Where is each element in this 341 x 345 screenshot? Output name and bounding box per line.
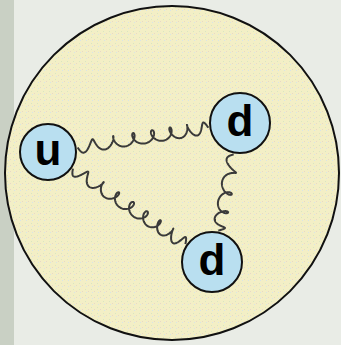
quark-label: d <box>227 99 254 143</box>
quark-label: d <box>199 238 226 282</box>
gluon-spring <box>78 122 209 152</box>
quark-circle: d <box>209 92 271 154</box>
quark-label: u <box>35 128 62 172</box>
hadron-circle <box>5 6 339 340</box>
quark-circle: u <box>19 123 77 181</box>
quark-circle: d <box>181 231 243 293</box>
gluon-spring <box>215 154 236 230</box>
gluon-spring <box>72 169 186 244</box>
